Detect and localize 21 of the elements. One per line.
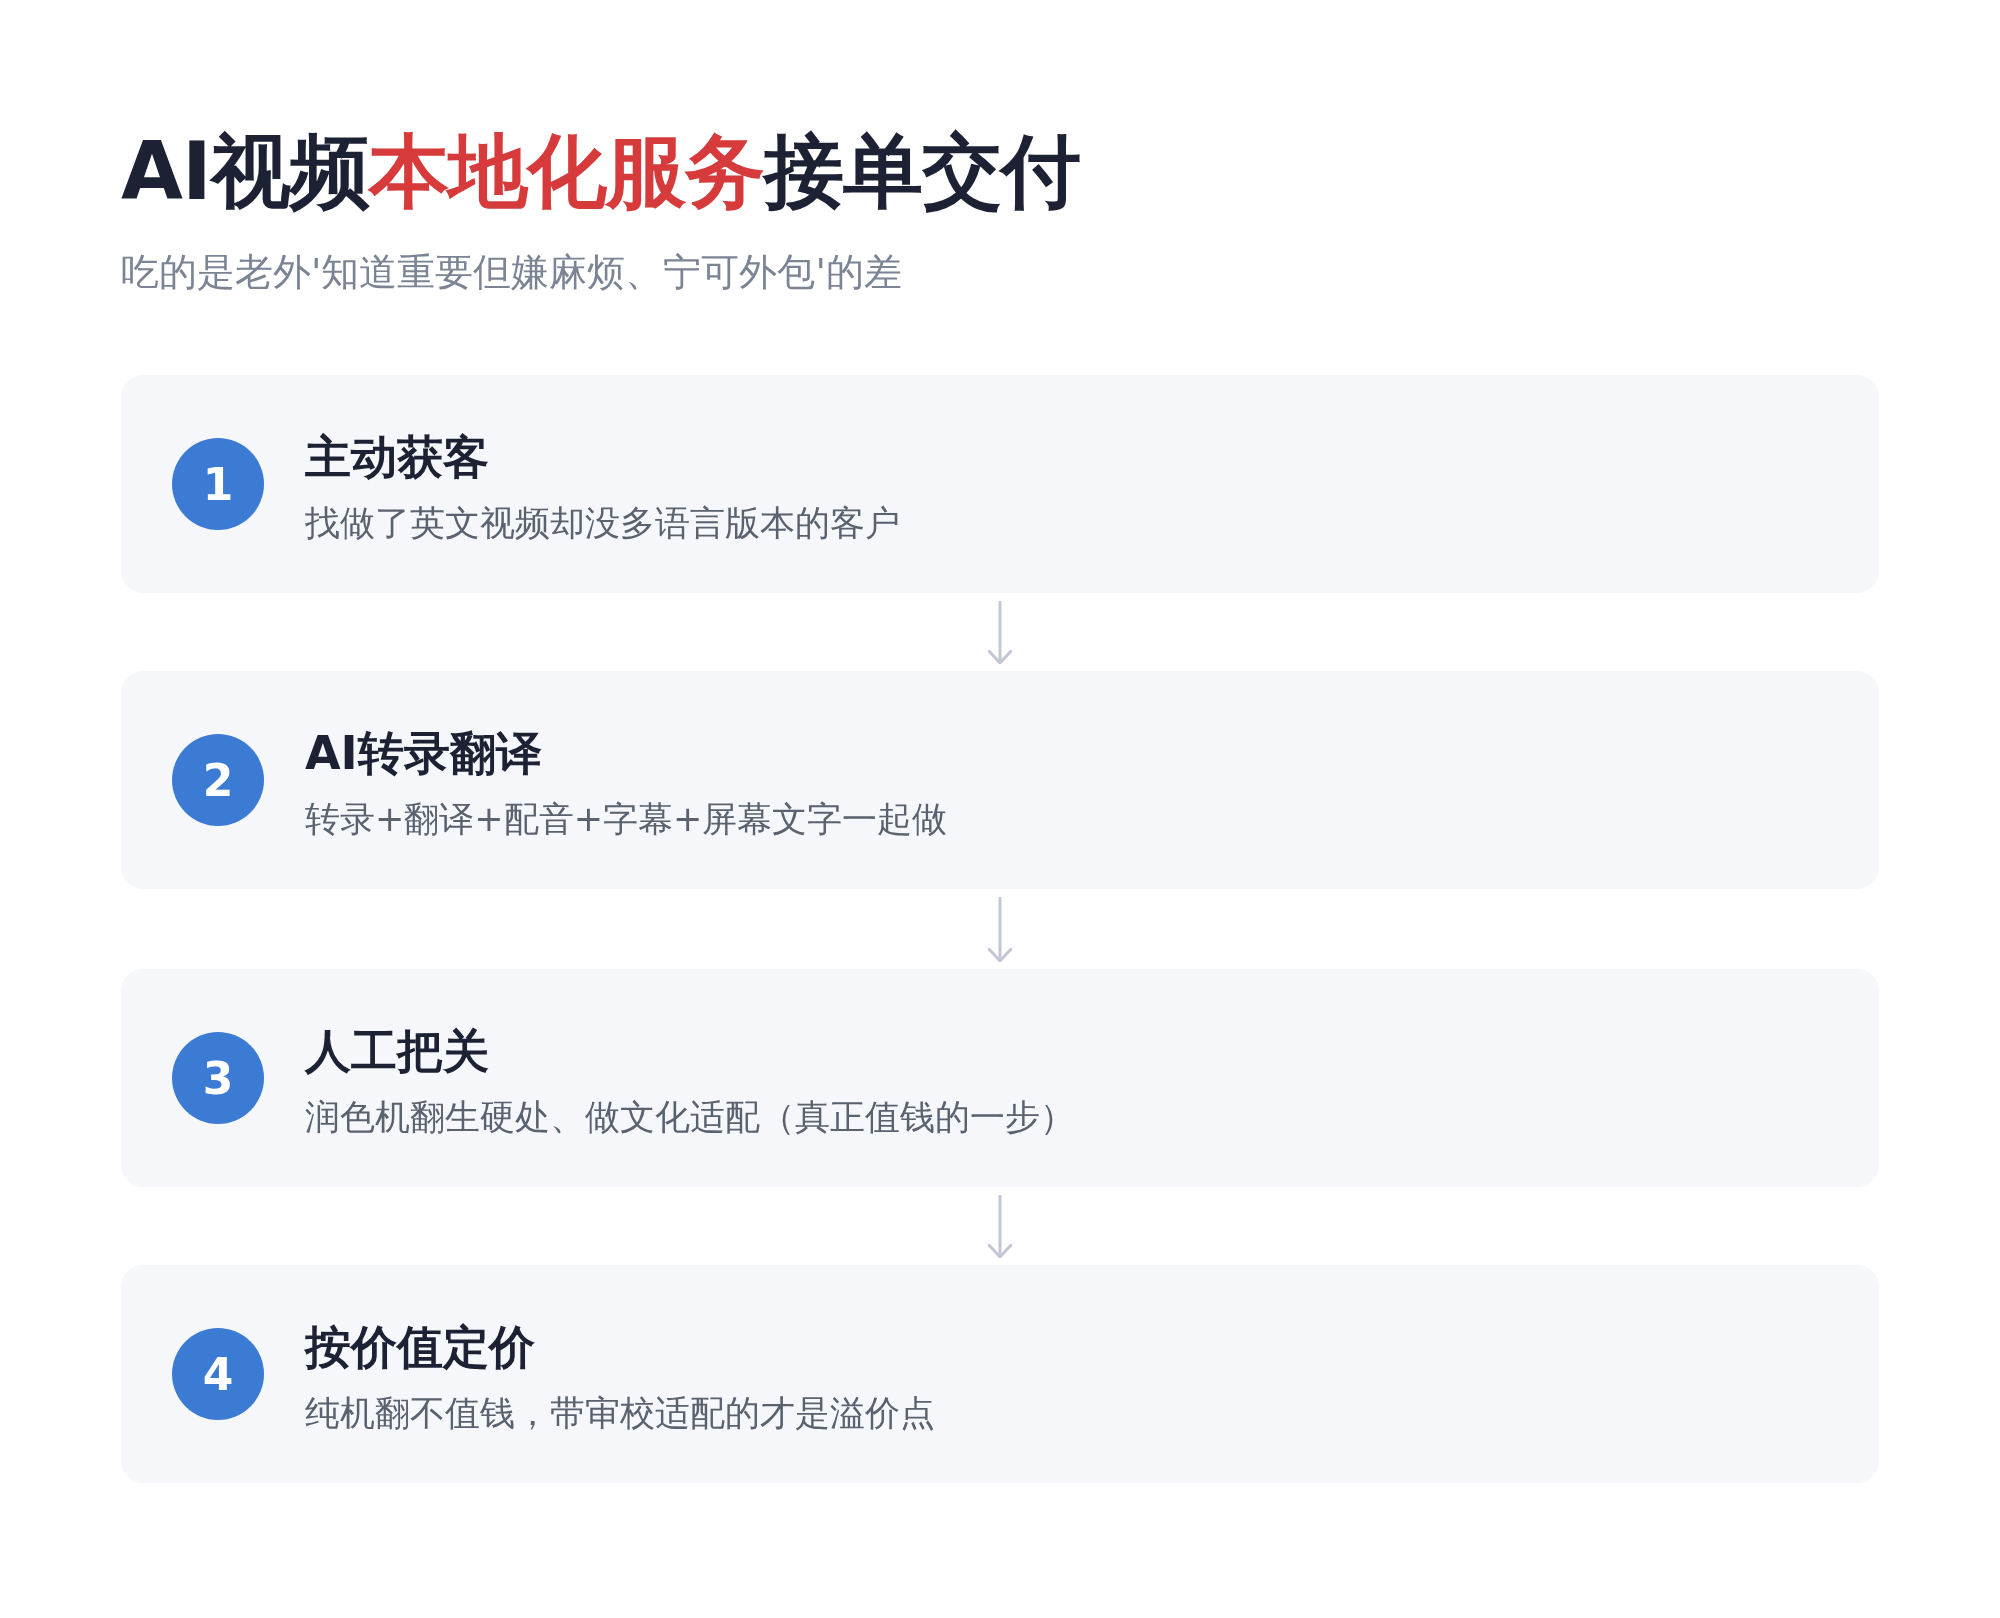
arrow bbox=[987, 601, 1013, 665]
step-description: 找做了英文视频却没多语言版本的客户 bbox=[305, 503, 900, 543]
step-heading: AI转录翻译 bbox=[305, 728, 542, 778]
step-number-circle: 1 bbox=[172, 438, 264, 530]
step-number-circle: 3 bbox=[172, 1032, 264, 1124]
title: AI视频本地化服务接单交付 bbox=[121, 126, 1080, 218]
step-card bbox=[121, 375, 1879, 593]
step-card bbox=[121, 671, 1879, 889]
step-description: 转录+翻译+配音+字幕+屏幕文字一起做 bbox=[305, 799, 948, 839]
step-card bbox=[121, 969, 1879, 1187]
step-heading: 按价值定价 bbox=[305, 1322, 535, 1372]
arrow bbox=[987, 897, 1013, 963]
step-description: 纯机翻不值钱，带审校适配的才是溢价点 bbox=[305, 1393, 935, 1433]
step-card bbox=[121, 1265, 1879, 1483]
step-heading: 主动获客 bbox=[305, 432, 489, 482]
step-description: 润色机翻生硬处、做文化适配（真正值钱的一步） bbox=[305, 1097, 1075, 1137]
arrow bbox=[987, 1195, 1013, 1259]
step-number-circle: 4 bbox=[172, 1328, 264, 1420]
subtitle: 吃的是老外'知道重要但嫌麻烦、宁可外包'的差 bbox=[121, 250, 902, 294]
step-number-circle: 2 bbox=[172, 734, 264, 826]
step-heading: 人工把关 bbox=[305, 1026, 489, 1076]
